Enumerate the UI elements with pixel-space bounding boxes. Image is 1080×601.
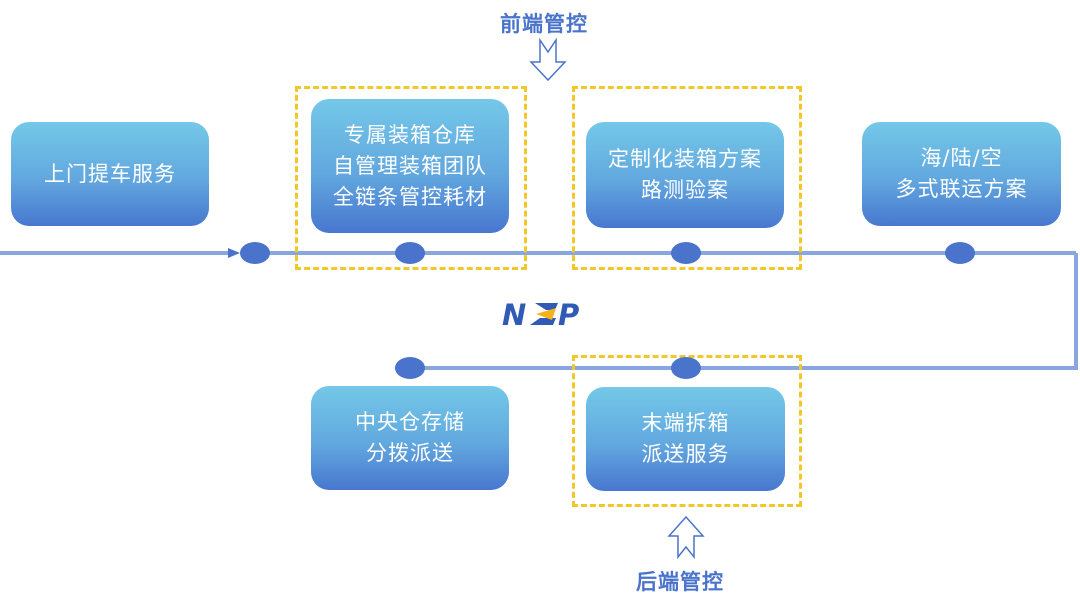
front-control-label: 前端管控 — [500, 12, 588, 36]
svg-text:N: N — [502, 298, 526, 330]
ncp-logo: N P — [502, 298, 579, 330]
step-text: 分拨派送 — [366, 441, 454, 465]
svg-text:P: P — [558, 298, 579, 330]
down-arrow-icon — [529, 37, 567, 82]
step-text: 多式联运方案 — [895, 177, 1028, 201]
step-text: 路测验案 — [641, 178, 729, 202]
step-text: 末端拆箱 — [641, 411, 730, 435]
step-text: 定制化装箱方案 — [608, 147, 762, 171]
up-arrow-icon — [667, 515, 705, 560]
step-last-mile-delivery: 末端拆箱 派送服务 — [586, 387, 785, 491]
step-multimodal-transport: 海/陆/空 多式联运方案 — [862, 122, 1061, 226]
node-dot — [240, 242, 270, 264]
node-dot — [395, 357, 425, 379]
step-text: 派送服务 — [641, 442, 730, 466]
step-text: 上门提车服务 — [44, 161, 176, 186]
node-dot — [395, 242, 425, 264]
step-text: 海/陆/空 — [920, 146, 1003, 170]
back-control-label: 后端管控 — [636, 570, 724, 594]
step-text: 全链条管控耗材 — [333, 184, 487, 209]
step-pickup-service: 上门提车服务 — [11, 122, 209, 226]
back-control-region — [572, 355, 802, 507]
step-packing-warehouse: 专属装箱仓库 自管理装箱团队 全链条管控耗材 — [311, 99, 509, 233]
step-text: 中央仓存储 — [355, 410, 465, 434]
node-dot — [671, 242, 701, 264]
step-text: 专属装箱仓库 — [344, 122, 476, 147]
front-control-region-1 — [295, 86, 527, 270]
node-dot — [945, 242, 975, 264]
front-control-region-2 — [572, 86, 802, 270]
node-dot — [671, 357, 701, 379]
step-central-warehouse: 中央仓存储 分拨派送 — [311, 386, 509, 490]
arrowhead-icon — [228, 248, 240, 258]
step-custom-packing: 定制化装箱方案 路测验案 — [586, 122, 784, 228]
step-text: 自管理装箱团队 — [333, 153, 487, 178]
